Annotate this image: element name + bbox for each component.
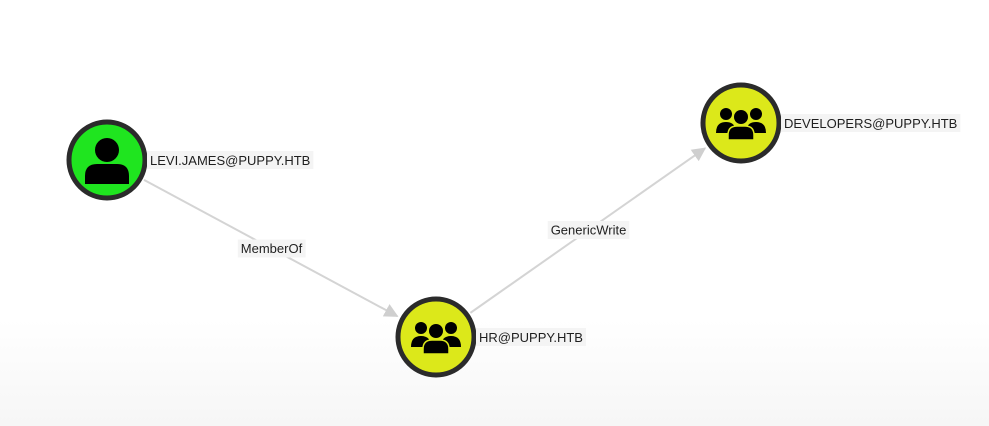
edge-label: MemberOf [241,241,303,256]
edge-label-background [237,239,306,258]
node-label: DEVELOPERS@PUPPY.HTB [784,116,957,131]
node-label: HR@PUPPY.HTB [479,330,583,345]
edge-genericwrite[interactable]: GenericWrite [469,147,707,314]
user-icon [85,138,129,184]
node-developers[interactable]: DEVELOPERS@PUPPY.HTB [700,82,961,164]
node-label-background [476,328,586,346]
node-levi[interactable]: LEVI.JAMES@PUPPY.HTB [66,119,314,201]
edge-label-background [547,221,630,239]
group-icon [716,108,766,141]
node-hr[interactable]: HR@PUPPY.HTB [395,296,586,378]
node-label-background [781,114,961,132]
group-icon [411,322,461,355]
edge-label: GenericWrite [551,223,627,238]
node-label-background [147,151,314,169]
node-label: LEVI.JAMES@PUPPY.HTB [150,153,310,168]
edge-memberof[interactable]: MemberOf [143,179,399,318]
